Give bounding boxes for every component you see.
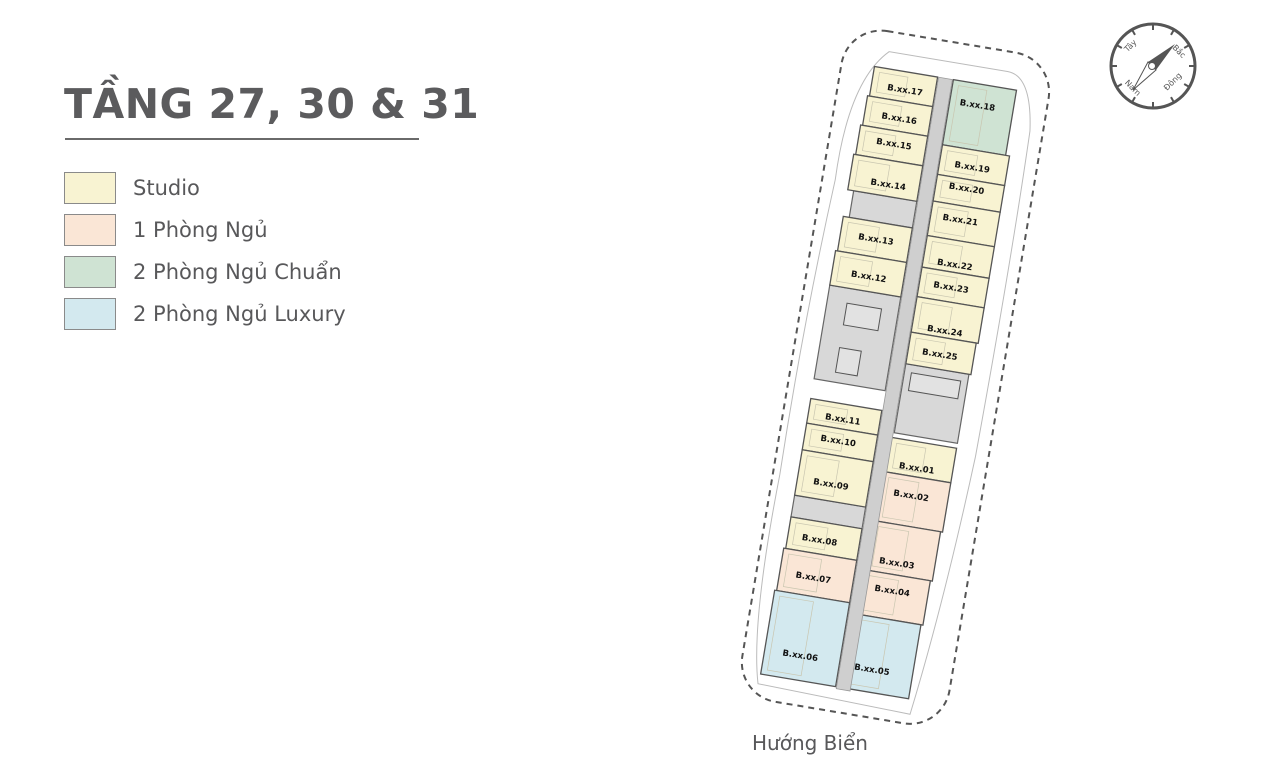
room-outline — [843, 221, 880, 253]
room-outline — [923, 272, 958, 299]
unit-area — [941, 78, 1018, 157]
unit-b-xx-23[interactable]: B.xx.23 — [916, 266, 990, 309]
unit-b-xx-13[interactable]: B.xx.13 — [836, 215, 914, 264]
compass-tick — [1131, 96, 1136, 103]
elevator-shaft — [834, 347, 862, 377]
room-outline — [854, 159, 891, 192]
unit-b-xx-14[interactable]: B.xx.14 — [847, 153, 924, 203]
compass-tick — [1170, 96, 1175, 103]
legend-swatch — [64, 172, 116, 204]
legend-label: 2 Phòng Ngủ Chuẩn — [133, 260, 342, 284]
compass-pivot — [1148, 62, 1156, 70]
room-outline — [808, 428, 845, 452]
compass-tick — [1170, 29, 1175, 36]
unit-area — [905, 331, 977, 376]
compass-tick — [1131, 29, 1136, 36]
unit-b-xx-25[interactable]: B.xx.25 — [905, 331, 977, 376]
room-outline — [871, 526, 910, 572]
legend-item-2br-luxury: 2 Phòng Ngủ Luxury — [64, 293, 346, 335]
unit-b-xx-18[interactable]: B.xx.18 — [941, 78, 1018, 157]
unit-b-xx-10[interactable]: B.xx.10 — [801, 422, 879, 463]
unit-area — [847, 153, 924, 203]
legend-label: 2 Phòng Ngủ Luxury — [133, 302, 346, 326]
unit-b-xx-15[interactable]: B.xx.15 — [854, 124, 929, 167]
corridor — [835, 76, 953, 692]
orientation-label: Hướng Biển — [752, 731, 868, 755]
legend-item-2br-standard: 2 Phòng Ngủ Chuẩn — [64, 251, 346, 293]
terrace-outline — [756, 51, 1031, 715]
compass-east-label: Đông — [1161, 70, 1183, 92]
legend-swatch — [64, 298, 116, 330]
compass-west-label: Tây — [1122, 38, 1139, 55]
room-outline — [868, 101, 903, 127]
unit-area — [793, 449, 874, 508]
unit-b-xx-07[interactable]: B.xx.07 — [775, 547, 858, 604]
compass-tick — [1183, 83, 1190, 88]
room-outline — [800, 455, 840, 497]
room-outline — [881, 477, 920, 523]
unit-b-xx-19[interactable]: B.xx.19 — [936, 144, 1011, 187]
unit-area — [829, 249, 908, 298]
compass-tick — [1116, 83, 1123, 88]
unit-b-xx-09[interactable]: B.xx.09 — [793, 449, 874, 508]
floor-title: TẦNG 27, 30 & 31 — [64, 80, 480, 128]
room-outline — [928, 241, 963, 269]
room-outline — [875, 71, 909, 98]
legend-item-studio: Studio — [64, 167, 346, 209]
building: B.xx.17B.xx.16B.xx.15B.xx.14B.xx.13B.xx.… — [740, 29, 1051, 725]
room-outline — [943, 150, 979, 176]
legend-swatch — [64, 256, 116, 288]
room-outline — [933, 206, 969, 238]
compass-tick — [1183, 44, 1190, 49]
unit-b-xx-08[interactable]: B.xx.08 — [784, 516, 863, 562]
unit-b-xx-05[interactable]: B.xx.05 — [840, 612, 922, 700]
unit-b-xx-16[interactable]: B.xx.16 — [861, 94, 934, 137]
room-outline — [917, 302, 953, 334]
room-outline — [892, 442, 927, 474]
room-outline — [792, 522, 829, 551]
legend-item-1br: 1 Phòng Ngủ — [64, 209, 346, 251]
room-outline — [836, 256, 874, 287]
legend: Studio 1 Phòng Ngủ 2 Phòng Ngủ Chuẩn 2 P… — [64, 167, 346, 335]
unit-area — [759, 589, 851, 688]
legend-label: Studio — [133, 176, 200, 200]
compass-tick — [1116, 44, 1123, 49]
unit-b-xx-02[interactable]: B.xx.02 — [874, 470, 952, 533]
room-outline — [939, 179, 974, 203]
legend-swatch — [64, 214, 116, 246]
room-outline — [813, 404, 849, 425]
unit-b-xx-12[interactable]: B.xx.12 — [829, 249, 908, 298]
room-outline — [782, 553, 823, 593]
room-outline — [948, 85, 988, 146]
room-outline — [862, 130, 897, 157]
unit-b-xx-17[interactable]: B.xx.17 — [868, 65, 939, 108]
legend-label: 1 Phòng Ngủ — [133, 218, 268, 242]
unit-b-xx-22[interactable]: B.xx.22 — [921, 234, 996, 280]
room-outline — [766, 595, 814, 677]
title-divider — [65, 138, 419, 140]
compass: Bắc Tây Nam Đông — [1109, 22, 1197, 110]
unit-b-xx-06[interactable]: B.xx.06 — [759, 589, 851, 688]
elevator-shaft — [842, 302, 883, 332]
elevator-lobby — [907, 372, 962, 400]
room-outline — [912, 337, 946, 366]
compass-north-label: Bắc — [1171, 42, 1189, 60]
